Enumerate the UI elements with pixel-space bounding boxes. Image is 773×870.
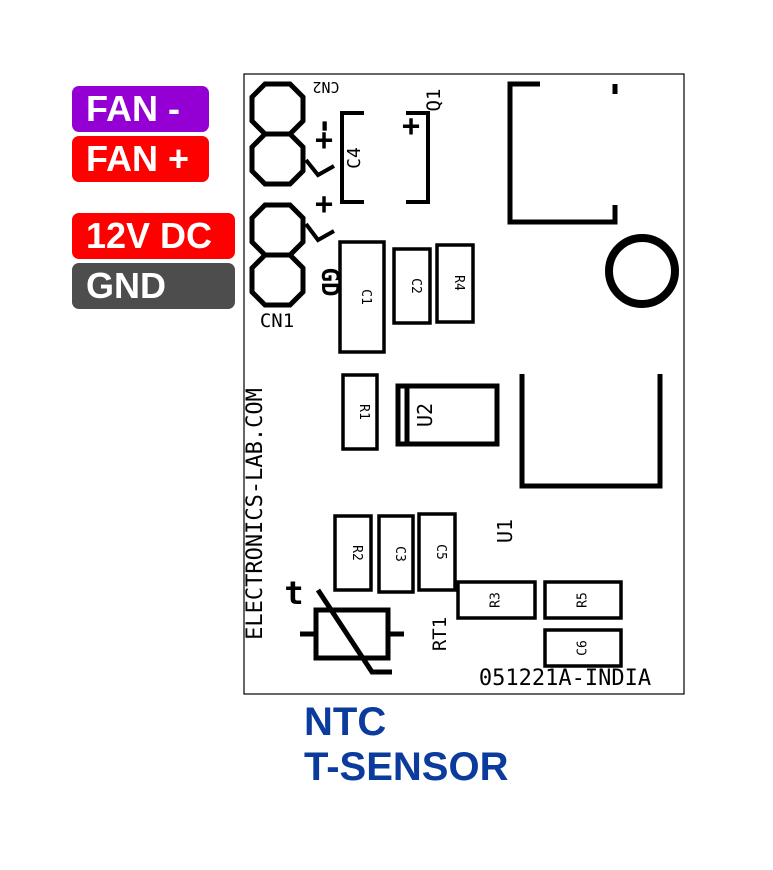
fan-minus-label: FAN - [72,86,209,132]
u1-label: U1 [493,519,517,543]
c4-outline [340,111,364,204]
r3-label: R3 [489,592,504,608]
c4-label: C4 [344,147,365,169]
svg-text:t: t [284,574,303,612]
r2-footprint [333,514,373,592]
svg-text:+: + [315,123,333,158]
u2-label: U2 [413,403,437,427]
q1-label: Q1 [423,89,445,112]
c6-footprint [543,628,623,668]
svg-text:-: - [308,117,343,135]
u1-outline [519,374,663,489]
power-12v-label: 12V DC [72,213,235,259]
c2-footprint [392,247,432,325]
r2-label: R2 [349,545,364,561]
c4-plus: + [402,109,420,144]
c4-outline-right [406,111,430,204]
polarity-marks: - + + GD [304,117,344,296]
r5-label: R5 [576,592,591,608]
c5-label: C5 [433,544,448,560]
c6-label: C6 [576,640,591,656]
svg-text:+: + [315,187,333,222]
rt1-label: RT1 [429,617,451,651]
cn1-footprint [249,202,306,308]
board-code: 051221A-INDIA [479,666,651,691]
r4-label: R4 [451,275,466,291]
r3-footprint [456,580,537,620]
q1-outline [507,81,618,225]
r1-footprint [341,373,379,451]
mounting-hole [605,234,679,308]
rt1-thermistor-symbol: t [284,574,404,675]
fan-plus-label: FAN + [72,136,209,182]
board-outline [243,73,685,695]
cn2-footprint [249,81,306,187]
ntc-note-line2: T-SENSOR [304,745,509,789]
c3-label: C3 [392,546,407,562]
r4-footprint [435,243,475,324]
cn1-label: CN1 [260,310,294,332]
gnd-label: GND [72,263,235,309]
c1-label: C1 [358,289,373,305]
vendor-text: ELECTRONICS-LAB.COM [243,388,268,640]
c5-footprint [417,512,457,592]
r5-footprint [543,580,623,620]
c3-footprint [377,514,415,594]
r1-label: R1 [356,404,371,420]
ntc-note-line1: NTC [304,700,387,744]
u2-footprint [395,383,500,447]
c1-footprint [338,240,386,354]
cn2-label: CN2 [312,78,339,96]
c2-label: C2 [408,278,423,294]
